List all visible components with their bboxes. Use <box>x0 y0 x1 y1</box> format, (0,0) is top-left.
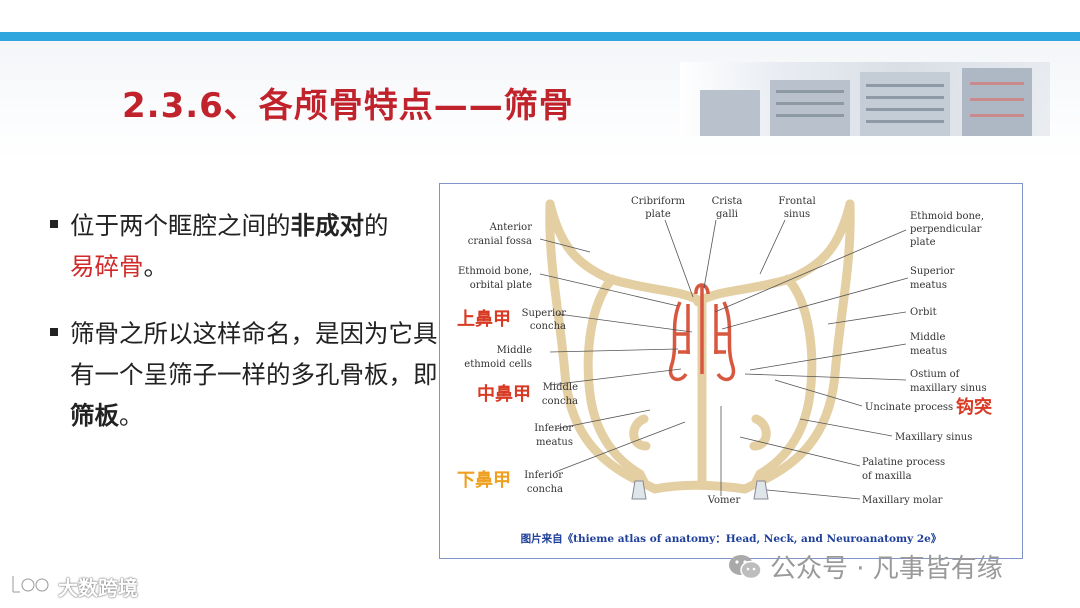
bullet-highlight: 易碎骨 <box>70 252 144 281</box>
label-palatine: of maxilla <box>862 471 912 482</box>
wechat-icon <box>728 554 762 580</box>
callout-superior-turbinate: 上鼻甲 <box>457 308 511 330</box>
label-middle-meatus: Middle <box>910 332 945 343</box>
watermark-wechat: 公众号 · 凡事皆有缘 <box>728 548 1003 585</box>
ethmoid-bone <box>668 283 736 382</box>
label-middle-concha: Middle <box>543 382 578 393</box>
label-orbit: Orbit <box>910 307 937 318</box>
campus-photo <box>680 62 1050 136</box>
bullet-text: 。 <box>143 252 169 281</box>
label-crista-galli: galli <box>716 209 738 220</box>
label-superior-meatus: meatus <box>910 280 947 291</box>
label-ethmoid-perpendicular: Ethmoid bone, <box>910 211 984 222</box>
label-ethmoid-perpendicular: perpendicular <box>910 224 982 235</box>
label-middle-cells: ethmoid cells <box>464 359 532 370</box>
label-vomer: Vomer <box>707 495 741 506</box>
bullet-text: 。 <box>119 401 144 430</box>
label-maxillary-sinus: Maxillary sinus <box>895 432 972 443</box>
label-superior-concha: concha <box>530 321 566 332</box>
label-inferior-meatus: meatus <box>536 437 573 448</box>
bullet-item-2: 筛骨之所以这样命名，是因为它具有一个呈筛子一样的多孔骨板，即筛板。 <box>48 313 438 436</box>
label-superior-concha: Superior <box>522 308 567 319</box>
label-middle-meatus: meatus <box>910 346 947 357</box>
bullet-text: 的 <box>364 211 389 240</box>
leader-lines <box>539 219 909 500</box>
bullet-emphasis: 非成对 <box>290 211 365 240</box>
label-crista-galli: Crista <box>712 196 743 207</box>
bullet-item-1: 位于两个眶腔之间的非成对的易碎骨。 <box>48 205 438 287</box>
label-cribriform: Cribriform <box>631 196 686 207</box>
slide-title: 2.3.6、各颅骨特点——筛骨 <box>122 86 574 126</box>
label-inferior-meatus: Inferior <box>534 423 573 434</box>
watermark-left-text: 大数跨境 <box>58 576 138 600</box>
label-ethmoid-orbital: Ethmoid bone, <box>458 266 532 277</box>
bullet-list: 位于两个眶腔之间的非成对的易碎骨。 筛骨之所以这样命名，是因为它具有一个呈筛子一… <box>48 205 438 462</box>
label-middle-concha: concha <box>542 396 578 407</box>
label-palatine: Palatine process <box>862 457 945 468</box>
label-molar: Maxillary molar <box>862 495 943 506</box>
label-ostium: maxillary sinus <box>910 383 987 394</box>
label-cribriform: plate <box>645 209 671 220</box>
ethmoid-diagram: Cribriform plate Crista galli Frontal si… <box>457 196 992 545</box>
anatomy-figure: Cribriform plate Crista galli Frontal si… <box>439 183 1023 559</box>
watermark-brand: 大数跨境 <box>10 572 138 601</box>
callout-inferior-turbinate: 下鼻甲 <box>457 469 511 491</box>
label-middle-cells: Middle <box>497 345 532 356</box>
label-ostium: Ostium of <box>910 369 961 380</box>
label-uncinate: Uncinate process <box>865 402 953 413</box>
label-frontal-sinus: Frontal <box>778 196 815 207</box>
label-ethmoid-perpendicular: plate <box>910 237 936 248</box>
bullet-text: 筛骨之所以这样命名，是因为它具有一个呈筛子一样的多孔骨板，即 <box>70 319 438 389</box>
label-frontal-sinus: sinus <box>784 209 810 220</box>
bullet-square-icon <box>50 220 58 228</box>
bullet-square-icon <box>50 328 58 336</box>
figure-caption: 图片来自《thieme atlas of anatomy：Head, Neck,… <box>521 532 942 545</box>
bullet-emphasis: 筛板 <box>70 401 119 430</box>
bone-outline <box>545 199 855 499</box>
bullet-text: 位于两个眶腔之间的 <box>70 211 291 240</box>
label-anterior-fossa: Anterior <box>489 222 533 233</box>
molar-icon <box>631 480 769 500</box>
label-inferior-concha: Inferior <box>524 470 563 481</box>
callout-middle-turbinate: 中鼻甲 <box>477 383 531 405</box>
watermark-right-text: 公众号 · 凡事皆有缘 <box>770 554 1003 584</box>
label-inferior-concha: concha <box>527 484 563 495</box>
label-superior-meatus: Superior <box>910 266 955 277</box>
brand-logo-icon <box>10 573 52 600</box>
label-ethmoid-orbital: orbital plate <box>470 280 532 291</box>
callout-uncinate: 钩突 <box>956 396 992 418</box>
label-anterior-fossa: cranial fossa <box>468 236 532 247</box>
top-accent-bar <box>0 32 1080 41</box>
